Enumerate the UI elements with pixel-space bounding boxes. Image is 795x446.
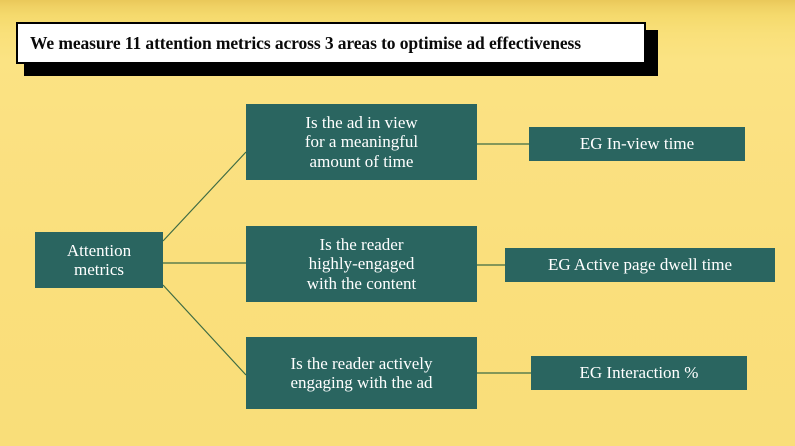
connector-root-to-area-1 (162, 151, 247, 242)
node-example-active-page-dwell-time[interactable]: EG Active page dwell time (505, 248, 775, 282)
node-attention-metrics[interactable]: Attention metrics (35, 232, 163, 288)
node-example-in-view-time[interactable]: EG In-view time (529, 127, 745, 161)
title-banner: We measure 11 attention metrics across 3… (16, 22, 646, 64)
node-area-engagement[interactable]: Is the reader highly-engaged with the co… (246, 226, 477, 302)
connector-root-to-area-3 (162, 284, 247, 376)
node-area-interaction[interactable]: Is the reader actively engaging with the… (246, 337, 477, 409)
slide-title: We measure 11 attention metrics across 3… (30, 32, 581, 53)
node-example-interaction-percent[interactable]: EG Interaction % (531, 356, 747, 390)
node-area-in-view[interactable]: Is the ad in view for a meaningful amoun… (246, 104, 477, 180)
